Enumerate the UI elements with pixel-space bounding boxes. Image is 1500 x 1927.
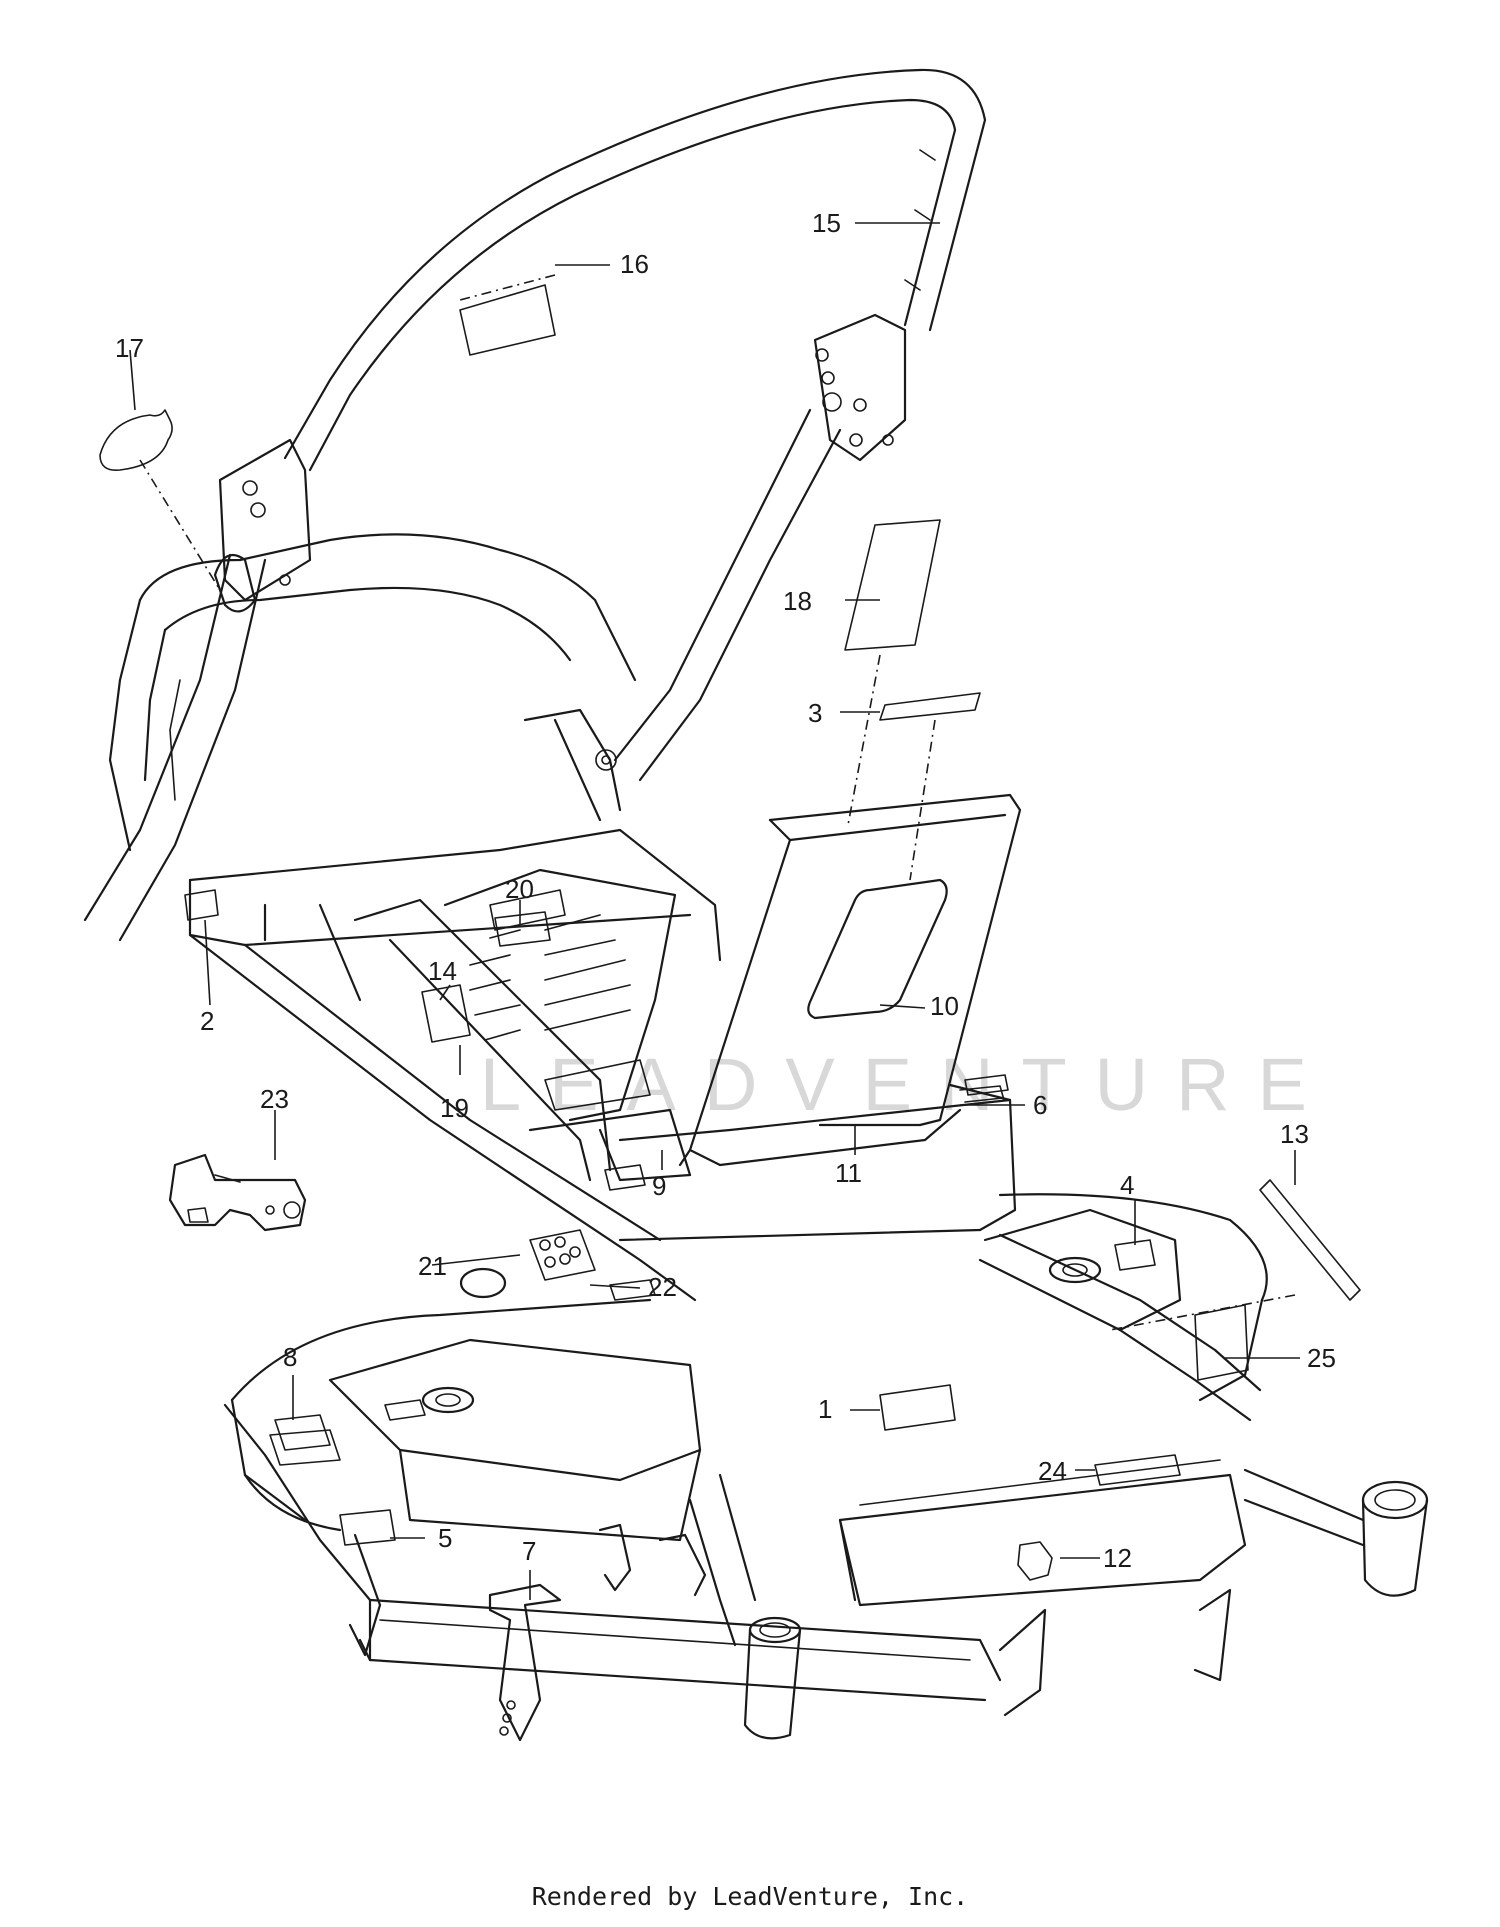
callout-22: 22	[648, 1272, 677, 1302]
seat-box	[618, 1083, 1017, 1242]
callout-6: 6	[1033, 1090, 1047, 1120]
callout-24: 24	[1038, 1456, 1067, 1486]
callout-7: 7	[522, 1536, 536, 1566]
callout-21: 21	[418, 1251, 447, 1281]
callout-15: 15	[812, 208, 841, 238]
callout-3: 3	[808, 698, 822, 728]
callout-20: 20	[505, 874, 534, 904]
decals	[99, 284, 1361, 1546]
callout-23: 23	[260, 1084, 289, 1114]
callout-12: 12	[1103, 1543, 1132, 1573]
callout-18: 18	[783, 586, 812, 616]
callout-4: 4	[1120, 1170, 1134, 1200]
callout-9: 9	[652, 1171, 666, 1201]
callout-19: 19	[440, 1093, 469, 1123]
callout-14: 14	[428, 956, 457, 986]
chassis	[188, 828, 722, 1302]
footer-credit: Rendered by LeadVenture, Inc.	[531, 1882, 969, 1911]
watermark-text: LEADVENTURE	[480, 1043, 1335, 1126]
callout-11: 11	[835, 1158, 862, 1188]
callout-13: 13	[1280, 1119, 1309, 1149]
rear-frame	[108, 533, 637, 852]
callout-16: 16	[620, 249, 649, 279]
callout-8: 8	[283, 1342, 297, 1372]
callout-17: 17	[115, 333, 144, 363]
rops-roll-bar	[83, 68, 987, 942]
front-frame	[688, 1233, 1262, 1647]
callouts: 1 2 3 4 5 6 7 8 9 10 11 12 13 14 15 16 1…	[115, 208, 1336, 1573]
seat-plate	[678, 793, 1022, 1167]
callout-2: 2	[200, 1006, 214, 1036]
cutting-deck	[223, 1193, 1429, 1742]
leader-lines	[129, 222, 1300, 1600]
callout-10: 10	[930, 991, 959, 1021]
callout-25: 25	[1307, 1343, 1336, 1373]
callout-1: 1	[818, 1394, 832, 1424]
callout-5: 5	[438, 1523, 452, 1553]
